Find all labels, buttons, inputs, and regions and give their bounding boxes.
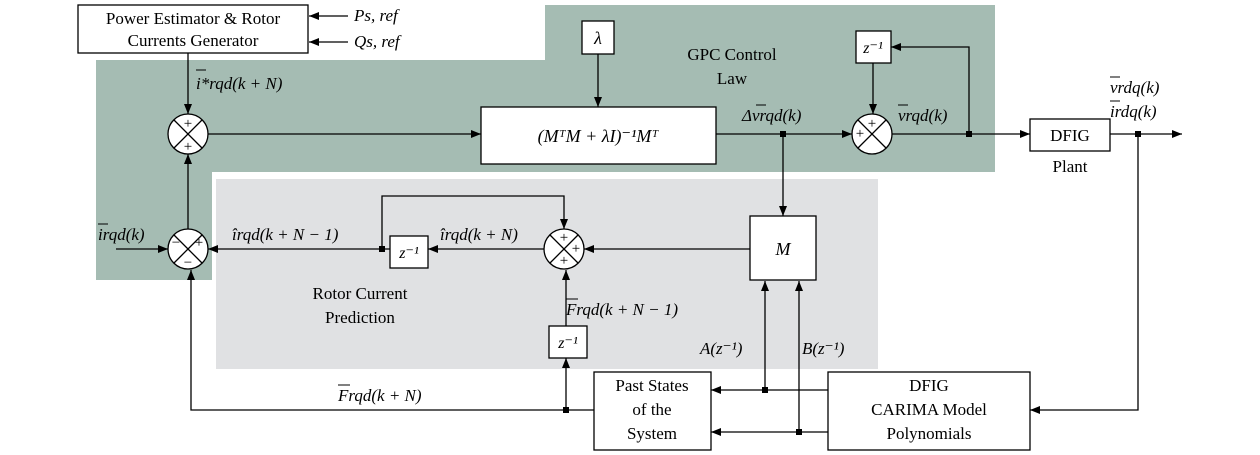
delay-label-prediction: z⁻¹ — [398, 245, 419, 262]
v-out-label: vrdq(k) — [1110, 78, 1160, 97]
lambda-label: λ — [593, 28, 602, 48]
sum-junction-left — [167, 228, 209, 270]
past-states-label-1: Past States — [615, 376, 688, 395]
past-states-label-2: of the — [632, 400, 671, 419]
estimator-label-1: Power Estimator & Rotor — [106, 9, 281, 28]
gpc-matrix-label: (MᵀM + λI)⁻¹Mᵀ — [538, 126, 660, 147]
sign-top-plus-2: + — [184, 139, 192, 155]
sign-left-minus: − — [172, 235, 180, 251]
branch-points — [379, 131, 1141, 435]
m-block — [749, 215, 817, 281]
past-states-label-3: System — [627, 424, 677, 443]
q-ref-label: Qs, ref — [354, 32, 402, 51]
vector-accents — [98, 69, 1120, 386]
sign-pred-plus-2: + — [572, 241, 580, 257]
delay-label-top: z⁻¹ — [862, 40, 883, 57]
carima-label-1: DFIG — [909, 376, 949, 395]
sign-ctrl-plus-1: + — [868, 116, 876, 132]
f-n-label: Frqd(k + N) — [337, 386, 422, 405]
rotor-prediction-label-2: Prediction — [325, 308, 395, 327]
delay-label-disturbance: z⁻¹ — [557, 335, 578, 352]
carima-block — [827, 371, 1031, 451]
m-label: M — [775, 239, 792, 259]
estimator-label-2: Currents Generator — [128, 31, 259, 50]
power-estimator-block — [77, 4, 309, 54]
gpc-matrix-block — [480, 106, 717, 165]
gpc-title-1: GPC Control — [687, 45, 777, 64]
v-rqd-label: vrqd(k) — [898, 106, 948, 125]
signal-lines — [116, 12, 1182, 436]
b-poly-label: B(z⁻¹) — [802, 339, 845, 358]
plant-label: Plant — [1053, 157, 1088, 176]
i-measured-label: irqd(k) — [98, 225, 145, 244]
carima-label-3: Polynomials — [886, 424, 971, 443]
a-poly-label: A(z⁻¹) — [699, 339, 743, 358]
sign-pred-plus-1: + — [560, 230, 568, 246]
sign-left-minus-2: − — [184, 255, 192, 271]
i-hat-n1-label: îrqd(k + N − 1) — [232, 225, 339, 244]
delta-v-label: Δvrqd(k) — [741, 106, 802, 125]
carima-label-2: CARIMA Model — [871, 400, 987, 419]
past-states-block — [593, 371, 712, 451]
sign-pred-plus-3: + — [560, 253, 568, 269]
f-n1-label: Frqd(k + N − 1) — [565, 300, 678, 319]
p-ref-label: Ps, ref — [353, 6, 400, 25]
rotor-prediction-label-1: Rotor Current — [313, 284, 408, 303]
delay-block-disturbance — [548, 325, 588, 359]
dfig-plant-block — [1029, 118, 1111, 152]
sign-ctrl-plus-2: + — [856, 126, 864, 142]
sign-top-plus-1: + — [184, 116, 192, 132]
gpc-title-2: Law — [717, 69, 748, 88]
dfig-label: DFIG — [1050, 126, 1090, 145]
sign-left-plus-1: + — [195, 235, 203, 251]
i-ref-label: i*rqd(k + N) — [196, 74, 283, 93]
i-hat-n-label: îrqd(k + N) — [440, 225, 518, 244]
i-out-label: irdq(k) — [1110, 102, 1157, 121]
